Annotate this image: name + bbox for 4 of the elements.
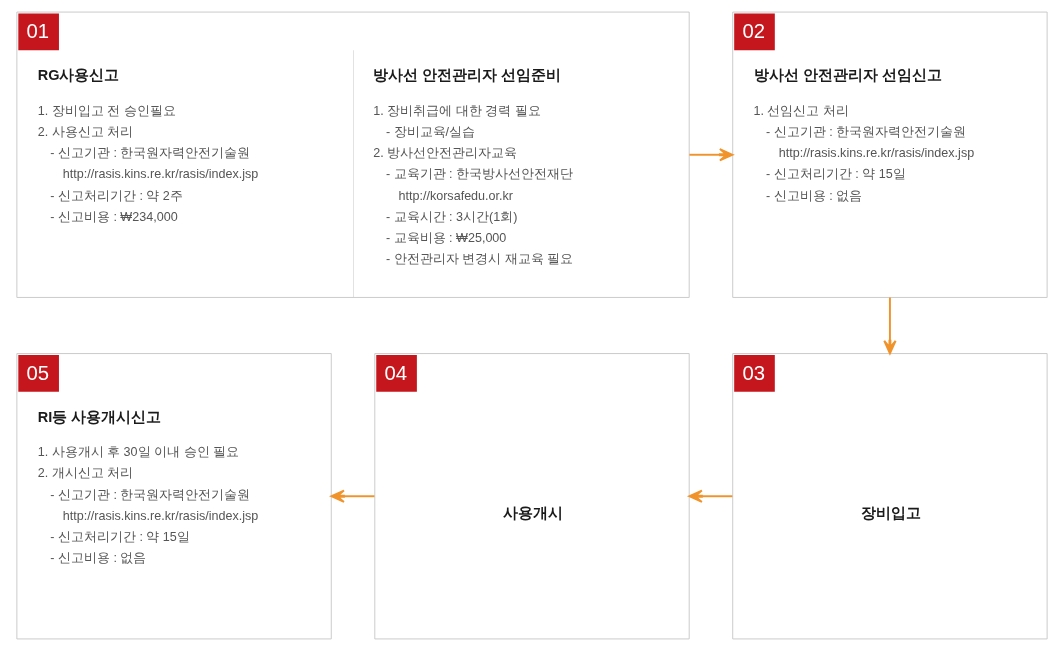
arrow xyxy=(687,148,733,162)
arrow xyxy=(882,296,897,355)
arrow xyxy=(687,489,733,503)
arrow xyxy=(329,489,375,503)
